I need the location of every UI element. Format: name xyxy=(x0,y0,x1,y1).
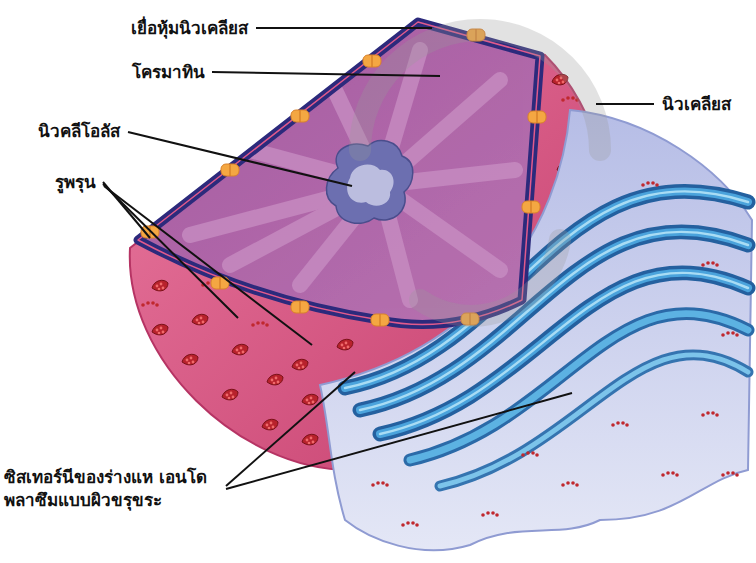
ribosome xyxy=(182,354,198,365)
ribosome xyxy=(222,389,238,400)
part-label: เยื่อหุ้มนิวเคลียส xyxy=(131,17,248,40)
er-body xyxy=(320,110,752,550)
ribosome xyxy=(337,339,353,350)
nucleolus-highlight xyxy=(347,164,393,205)
ribosome xyxy=(267,374,283,385)
rough-er xyxy=(320,110,752,550)
ribosome xyxy=(302,394,318,405)
part-label: รูพรุน xyxy=(55,171,96,194)
ribosome xyxy=(262,419,278,430)
ribosome xyxy=(232,344,248,355)
ribosome xyxy=(192,314,208,325)
ribosome xyxy=(152,324,168,335)
part-label: นิวเคลียส xyxy=(662,93,731,116)
part-label: ซิสเทอร์นีของร่างแห เอนโดพลาซึมแบบผิวขรุ… xyxy=(4,466,219,512)
ribosome xyxy=(292,359,308,370)
part-label: นิวคลีโอลัส xyxy=(38,120,120,143)
watermark xyxy=(360,30,600,316)
ribosome-dots xyxy=(141,301,159,307)
chromatin xyxy=(190,50,515,300)
ribosome xyxy=(152,280,168,291)
ribosome xyxy=(302,434,318,445)
leader-lines xyxy=(103,28,654,489)
ribosome-dots xyxy=(251,321,269,327)
part-label: โครมาทิน xyxy=(132,61,205,84)
